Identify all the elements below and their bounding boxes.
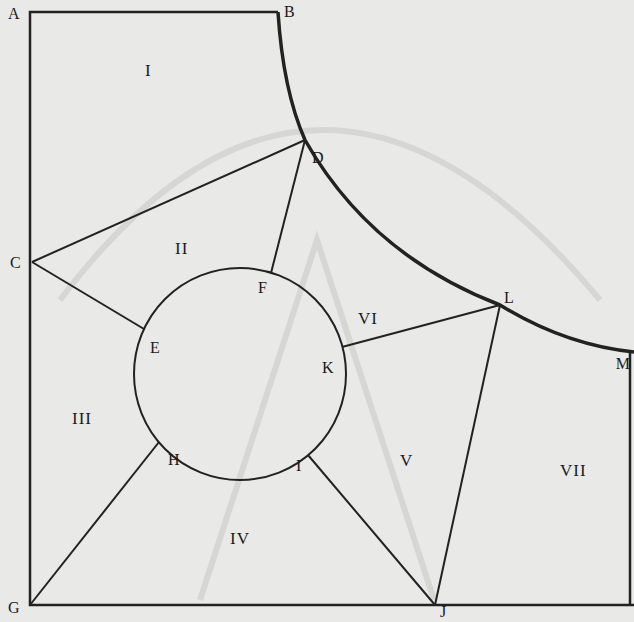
point-label: M: [616, 356, 630, 372]
region-number: IV: [230, 530, 250, 547]
point-label: D: [312, 150, 324, 166]
region-number: V: [400, 452, 413, 469]
cut-lines: [30, 140, 500, 605]
point-label: L: [504, 290, 514, 306]
point-label: G: [8, 600, 20, 616]
watermark: [60, 130, 600, 600]
point-label: H: [168, 452, 180, 468]
point-label: B: [284, 4, 295, 20]
point-label: A: [8, 6, 20, 22]
point-label: F: [258, 280, 267, 296]
point-label: K: [322, 360, 334, 376]
point-label: I: [296, 458, 301, 474]
point-label: J: [440, 604, 446, 620]
frame: [30, 12, 634, 605]
point-label: E: [150, 340, 160, 356]
region-number: VII: [560, 462, 587, 479]
region-number: VI: [358, 310, 378, 327]
region-number: I: [145, 62, 152, 79]
arc: [278, 12, 634, 352]
central-circle: [134, 268, 346, 480]
region-number: II: [175, 240, 188, 257]
point-label: C: [10, 255, 21, 271]
region-number: III: [72, 410, 92, 427]
